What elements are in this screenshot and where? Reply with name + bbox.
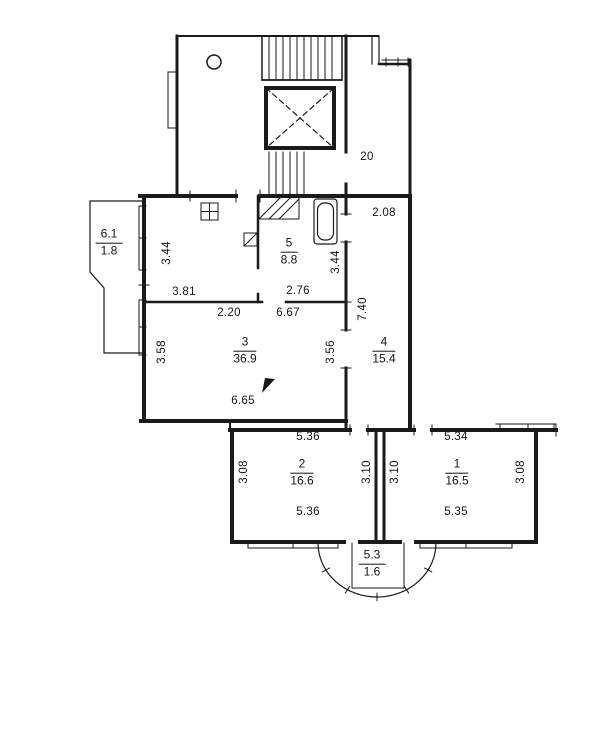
dim-3-44-left: 3.44 bbox=[161, 241, 173, 265]
dim-2-20: 2.20 bbox=[217, 307, 241, 319]
dim-7-40: 7.40 bbox=[357, 297, 369, 321]
column-symbol bbox=[206, 54, 222, 70]
balcony-6-outline bbox=[89, 200, 145, 354]
dim-2-76: 2.76 bbox=[286, 285, 310, 297]
dim-3-10-left: 3.10 bbox=[361, 460, 373, 484]
dim-3-44-right: 3.44 bbox=[330, 250, 342, 274]
dim-6-67: 6.67 bbox=[276, 307, 300, 319]
room-1-number: 1 bbox=[453, 456, 461, 471]
bathtub-symbol bbox=[313, 198, 338, 245]
room-label-4: 4 15.4 bbox=[372, 334, 396, 367]
room-2-number: 2 bbox=[298, 456, 306, 471]
window-room2 bbox=[247, 541, 339, 549]
room-label-6: 6.1 1.8 bbox=[95, 226, 123, 259]
room-2-area: 16.6 bbox=[290, 472, 314, 488]
dim-3-10-right: 3.10 bbox=[389, 460, 401, 484]
dim-5-36-top: 5.36 bbox=[296, 431, 320, 443]
bay-balcony-area: 1.6 bbox=[358, 563, 386, 580]
room-4-number: 4 bbox=[380, 334, 388, 349]
room-4-area: 15.4 bbox=[372, 350, 396, 366]
vent-symbol bbox=[243, 232, 258, 247]
dim-5-36-bottom: 5.36 bbox=[296, 506, 320, 518]
room-label-2: 2 16.6 bbox=[290, 456, 314, 489]
elevator-shaft bbox=[264, 86, 336, 150]
window-right-spur bbox=[495, 423, 557, 437]
dim-3-56: 3.56 bbox=[325, 340, 337, 364]
dim-6-65: 6.65 bbox=[231, 395, 255, 407]
sink-counter bbox=[258, 196, 300, 220]
dim-3-08-right: 3.08 bbox=[515, 460, 527, 484]
room-3-number: 3 bbox=[241, 334, 249, 349]
duct-shaft bbox=[167, 71, 178, 129]
room-label-5: 5 8.8 bbox=[280, 235, 298, 268]
stove-symbol bbox=[200, 202, 219, 221]
floor-number-label: 20 bbox=[360, 151, 374, 163]
dim-3-08-left: 3.08 bbox=[238, 460, 250, 484]
room-6-area: 1.8 bbox=[95, 242, 123, 259]
dim-3-81: 3.81 bbox=[172, 286, 196, 298]
room-6-number: 6.1 bbox=[100, 226, 118, 241]
dim-5-34: 5.34 bbox=[444, 431, 468, 443]
stairs-upper-flight bbox=[268, 35, 333, 81]
dim-3-58: 3.58 bbox=[156, 340, 168, 364]
room-5-area: 8.8 bbox=[280, 251, 298, 267]
door-arrow bbox=[262, 378, 275, 393]
bay-balcony-number: 5.3 bbox=[363, 547, 381, 562]
window-left-upper bbox=[138, 205, 147, 271]
room-1-area: 16.5 bbox=[445, 472, 469, 488]
room-5-number: 5 bbox=[285, 235, 293, 250]
room-label-1: 1 16.5 bbox=[445, 456, 469, 489]
room-3-area: 36.9 bbox=[233, 350, 257, 366]
window-left-lower bbox=[138, 299, 147, 356]
stairs-lower-flight bbox=[268, 151, 305, 195]
dim-2-08: 2.08 bbox=[372, 207, 396, 219]
balcony-bay-ticks bbox=[321, 567, 433, 602]
room-label-3: 3 36.9 bbox=[233, 334, 257, 367]
room-label-bay-balcony: 5.3 1.6 bbox=[358, 547, 386, 580]
dim-5-35: 5.35 bbox=[444, 506, 468, 518]
